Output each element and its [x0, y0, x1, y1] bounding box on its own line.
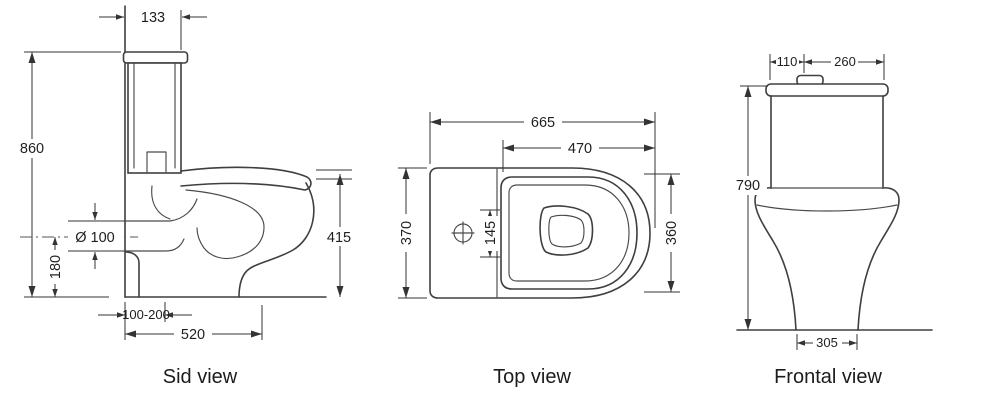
tank-lid-front: [765, 83, 889, 97]
tank-lid: [122, 51, 189, 64]
dim-text-outlet-height: 180: [48, 255, 64, 279]
bowl-front-profile: [238, 182, 315, 298]
dim-text-hinge-span: 145: [483, 221, 499, 245]
side-view-label: Sid view: [162, 366, 238, 388]
dim-text-total-width: 370: [399, 221, 415, 245]
flush-valve: [146, 151, 167, 174]
dim-outlet-height: 180: [46, 237, 64, 297]
text-bg: [662, 214, 680, 252]
seat-profile: [180, 166, 312, 191]
dim-text-outlet-diameter: Ø 100: [75, 230, 115, 246]
dim-text-lid-width: 260: [834, 54, 856, 69]
dim-base-width: 305: [796, 334, 858, 350]
text-bg: [14, 139, 50, 158]
side-view: 133 860 Ø 100 180: [14, 5, 358, 343]
dim-total-width: 370: [397, 167, 427, 299]
text-bg: [831, 54, 858, 69]
dim-text-seat-length: 470: [568, 141, 592, 157]
dim-text-total-length: 665: [531, 115, 555, 131]
text-bg: [481, 216, 499, 251]
dim-text-bowl-width: 360: [664, 221, 680, 245]
outlet-pipe-bottom: [124, 238, 185, 252]
flush-channel: [151, 185, 171, 220]
top-outline: [429, 167, 651, 299]
seat-edge-line: [756, 204, 898, 212]
pedestal-back: [125, 251, 140, 298]
dim-text-total-depth: 520: [181, 327, 205, 343]
text-bg: [524, 113, 562, 132]
dim-wall-offset: 100-200: [98, 302, 192, 340]
dim-rim-height: 415: [316, 169, 358, 297]
bowl-opening-inner: [548, 214, 585, 248]
text-bg: [729, 176, 767, 195]
text-bg: [813, 335, 842, 350]
wall-hatch: [111, 6, 125, 297]
dim-text-wall-offset: 100-200: [122, 307, 170, 322]
text-bg: [46, 250, 64, 284]
front-view: 110 260 790 305: [729, 54, 933, 350]
outlet-pipe-top: [124, 198, 198, 222]
dim-tank-depth: 133: [99, 10, 207, 50]
seat-inner-outline: [508, 184, 630, 282]
dim-total-depth: 520: [125, 305, 263, 343]
dim-total-length: 665: [429, 112, 656, 228]
text-bg: [68, 227, 122, 246]
dim-hinge-span: 145: [480, 209, 500, 258]
text-bg: [397, 214, 415, 252]
dim-bowl-width: 360: [644, 173, 680, 293]
dim-text-button-offset: 110: [777, 54, 798, 69]
front-view-label: Frontal view: [774, 366, 882, 388]
dim-text-front-height: 790: [736, 178, 760, 194]
inner-bowl-profile: [185, 189, 265, 260]
tank-body: [127, 62, 182, 174]
seat-outer-outline: [500, 176, 638, 290]
dim-text-total-height: 860: [20, 141, 44, 157]
dim-text-rim-height: 415: [327, 230, 351, 246]
text-bg: [174, 325, 212, 343]
bowl-opening-outer: [539, 205, 594, 256]
dim-text-base-width: 305: [816, 335, 838, 350]
dim-total-height: 860: [14, 51, 121, 298]
dim-outlet-diameter: Ø 100: [68, 203, 125, 269]
top-view-label: Top view: [493, 366, 571, 388]
text-bg: [561, 139, 599, 158]
text-bg: [320, 227, 358, 246]
text-bg: [776, 54, 799, 69]
dim-button-offset: 110 260: [769, 54, 885, 80]
dim-seat-length: 470: [502, 139, 655, 172]
dim-front-height: 790: [729, 85, 768, 330]
body-side-right: [857, 187, 900, 331]
floor-hatch: [125, 298, 326, 311]
text-bg: [127, 307, 164, 323]
dim-text-tank-depth: 133: [141, 10, 165, 26]
top-view: 665 470 370 145: [397, 112, 680, 299]
